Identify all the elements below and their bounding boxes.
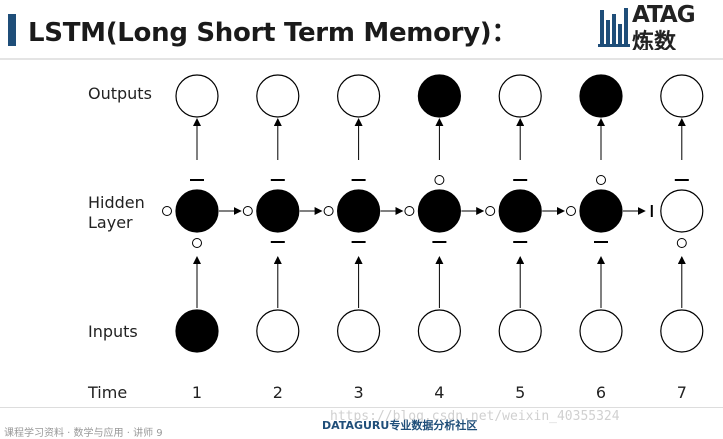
t3-time-label: 3 (354, 383, 364, 402)
t5-output-node (498, 74, 542, 118)
logo-text-bottom: 炼数 (632, 30, 677, 50)
t6-hidden-node (579, 189, 623, 233)
t5-forget-gate-open (485, 206, 496, 216)
t6-forget-gate-open (566, 206, 576, 216)
t7-output-node (660, 74, 704, 118)
t3-input-node (337, 309, 381, 353)
t4-output-gate-open (434, 175, 445, 185)
t1-forget-gate-open (162, 206, 172, 216)
t1-time-label: 1 (192, 383, 202, 402)
time-label: Time (88, 383, 128, 402)
header-divider (0, 58, 723, 60)
slide-title: LSTM(Long Short Term Memory)： (28, 18, 518, 48)
t5-time-label: 5 (515, 383, 525, 402)
footer-course-text: 课程学习资料 · 数学与应用 · 讲师 9 (4, 428, 163, 439)
t6-output-gate-open (596, 175, 606, 185)
t5-hidden-node (498, 189, 542, 233)
t3-output-node (337, 74, 381, 118)
hidden-layer-label: Hidden Layer (88, 193, 145, 232)
t1-hidden-node (175, 189, 219, 233)
t1-output-node (175, 74, 219, 118)
t2-time-label: 2 (273, 383, 283, 402)
t6-input-node (579, 309, 623, 353)
t2-input-node (256, 309, 300, 353)
t1-input-gate-open (192, 238, 202, 248)
footer-brand: DATAGURU专业数据分析社区 (322, 419, 478, 432)
t3-hidden-node (337, 189, 381, 233)
t6-time-label: 6 (596, 383, 606, 402)
t2-hidden-node (256, 189, 300, 233)
t7-input-node (660, 309, 704, 353)
outputs-label: Outputs (88, 84, 152, 103)
t2-forget-gate-open (242, 206, 253, 216)
footer-divider (0, 407, 723, 408)
t4-forget-gate-open (404, 206, 415, 216)
t5-input-node (498, 309, 542, 353)
t2-output-node (256, 74, 300, 118)
title-accent-bar (8, 14, 16, 46)
logo-text-top: ATAG (632, 4, 696, 28)
t6-output-node (579, 74, 623, 118)
t4-time-label: 4 (434, 383, 444, 402)
t7-time-label: 7 (677, 383, 687, 402)
t4-input-node (417, 309, 461, 353)
t4-hidden-node (417, 189, 461, 233)
inputs-label: Inputs (88, 322, 138, 341)
csdn-watermark: https://blog.csdn.net/weixin_40355324 (330, 409, 620, 424)
t7-input-gate-open (676, 238, 687, 248)
t7-hidden-node (660, 189, 704, 233)
lstm-unrolled-diagram: 1 2 3 4 5 6 7 (162, 74, 704, 402)
logo-bars-icon (598, 8, 630, 47)
t3-forget-gate-open (323, 206, 334, 216)
t4-output-node (417, 74, 461, 118)
t1-input-node (175, 309, 219, 353)
dataguru-logo: ATAG 炼数 (598, 4, 723, 50)
